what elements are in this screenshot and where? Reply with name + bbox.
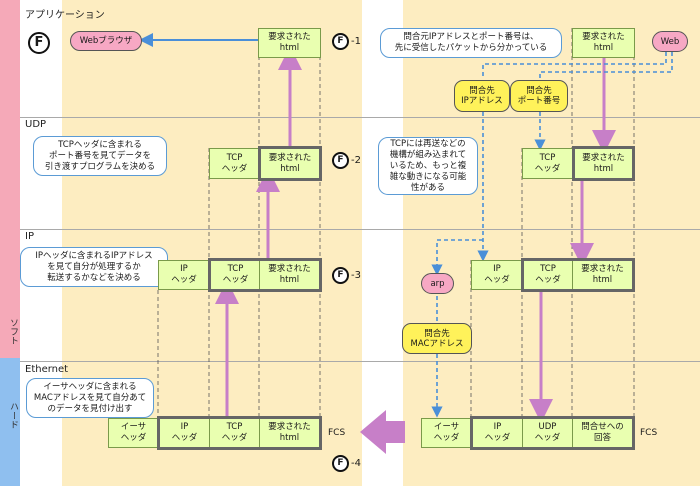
f-logo-icon: F bbox=[28, 32, 50, 54]
right-app-html-box: 要求された html bbox=[572, 28, 635, 58]
left-guide-lines bbox=[157, 28, 321, 418]
arp-pill: arp bbox=[421, 273, 454, 294]
left-ip-html-box: 要求された html bbox=[259, 261, 319, 289]
step-f3: F-3 bbox=[332, 267, 361, 284]
note-mac-address: イーサヘッダに含まれる MACアドレスを見て自分あて のデータを見付け出す bbox=[26, 378, 154, 418]
left-eth-html-box: 要求された html bbox=[259, 419, 319, 447]
layer-label-ip: IP bbox=[25, 231, 34, 242]
note-tcp-retransmission: TCPには再送などの 機構が組み込まれて いるため、もっと複 雑な動きになる可能… bbox=[378, 137, 478, 195]
right-eth-answer-box: 問合せへの 回答 bbox=[572, 419, 632, 447]
web-browser-pill: Webブラウザ bbox=[70, 31, 142, 51]
right-ip-payload-frame bbox=[521, 258, 635, 292]
big-transfer-arrow bbox=[360, 410, 405, 454]
left-udp-html-box: 要求された html bbox=[258, 146, 322, 181]
note-udp-port: TCPヘッダに含まれる ポート番号を見てデータを 引き渡すプログラムを決める bbox=[33, 136, 167, 176]
right-fcs-label: FCS bbox=[640, 428, 658, 438]
hardware-label: ハード bbox=[8, 402, 18, 429]
dest-ip-tag: 問合先 IPアドレス bbox=[454, 80, 510, 112]
left-eth-tcp-header-box: TCP ヘッダ bbox=[209, 419, 259, 447]
note-source-known: 問合元IPアドレスとポート番号は、 先に受信したパケットから分かっている bbox=[380, 28, 562, 58]
left-udp-tcp-header-box: TCP ヘッダ bbox=[209, 148, 260, 179]
layer-divider-app-udp bbox=[20, 117, 700, 118]
dashed-web-to-dest-port bbox=[539, 52, 673, 80]
left-ip-tcp-header-box: TCP ヘッダ bbox=[222, 264, 249, 285]
right-udp-tcp-header-box: TCP ヘッダ bbox=[522, 148, 573, 179]
right-ip-tcp-header-box: TCP ヘッダ bbox=[535, 264, 561, 285]
dest-port-tag: 問合先 ポート番号 bbox=[510, 80, 568, 112]
software-band: ソフト bbox=[0, 0, 20, 358]
layer-label-ethernet: Ethernet bbox=[25, 364, 69, 375]
right-eth-udp-header-box: UDP ヘッダ bbox=[522, 419, 572, 447]
right-ip-html-box: 要求された html bbox=[572, 261, 632, 289]
dest-mac-tag: 問合先 MACアドレス bbox=[402, 323, 472, 354]
software-label: ソフト bbox=[8, 318, 18, 345]
right-eth-ip-header-box: IP ヘッダ bbox=[484, 422, 511, 443]
f-step-icon: F bbox=[332, 455, 349, 472]
step-f2: F-2 bbox=[332, 152, 361, 169]
left-ip-payload-frame bbox=[208, 258, 322, 292]
left-app-html-box: 要求された html bbox=[258, 28, 321, 58]
right-eth-payload-frame bbox=[470, 416, 635, 450]
left-eth-payload-frame bbox=[157, 416, 322, 450]
right-ip-header-box: IP ヘッダ bbox=[471, 260, 523, 290]
dashed-to-arp bbox=[431, 239, 483, 276]
left-eth-ip-header-box: IP ヘッダ bbox=[171, 422, 198, 443]
f-step-icon: F bbox=[332, 152, 349, 169]
left-ip-header-box: IP ヘッダ bbox=[158, 260, 210, 290]
f-step-icon: F bbox=[332, 267, 349, 284]
web-server-pill: Web bbox=[652, 31, 688, 52]
layer-label-application: アプリケーション bbox=[25, 10, 105, 21]
step-f4: F-4 bbox=[332, 455, 361, 472]
right-eth-header-box: イーサ ヘッダ bbox=[421, 418, 472, 448]
layer-divider-ip-ethernet bbox=[20, 361, 700, 362]
layer-label-udp: UDP bbox=[25, 119, 47, 130]
step-f1: F-1 bbox=[332, 33, 361, 50]
hardware-band: ハード bbox=[0, 358, 20, 486]
note-ip-address: IPヘッダに含まれるIPアドレス を見て自分が処理するか 転送するかなどを決める bbox=[20, 247, 168, 287]
right-udp-html-box: 要求された html bbox=[572, 146, 635, 181]
f-step-icon: F bbox=[332, 33, 349, 50]
left-eth-header-box: イーサ ヘッダ bbox=[108, 418, 159, 448]
left-fcs-label: FCS bbox=[328, 428, 346, 438]
layer-divider-udp-ip bbox=[20, 229, 700, 230]
